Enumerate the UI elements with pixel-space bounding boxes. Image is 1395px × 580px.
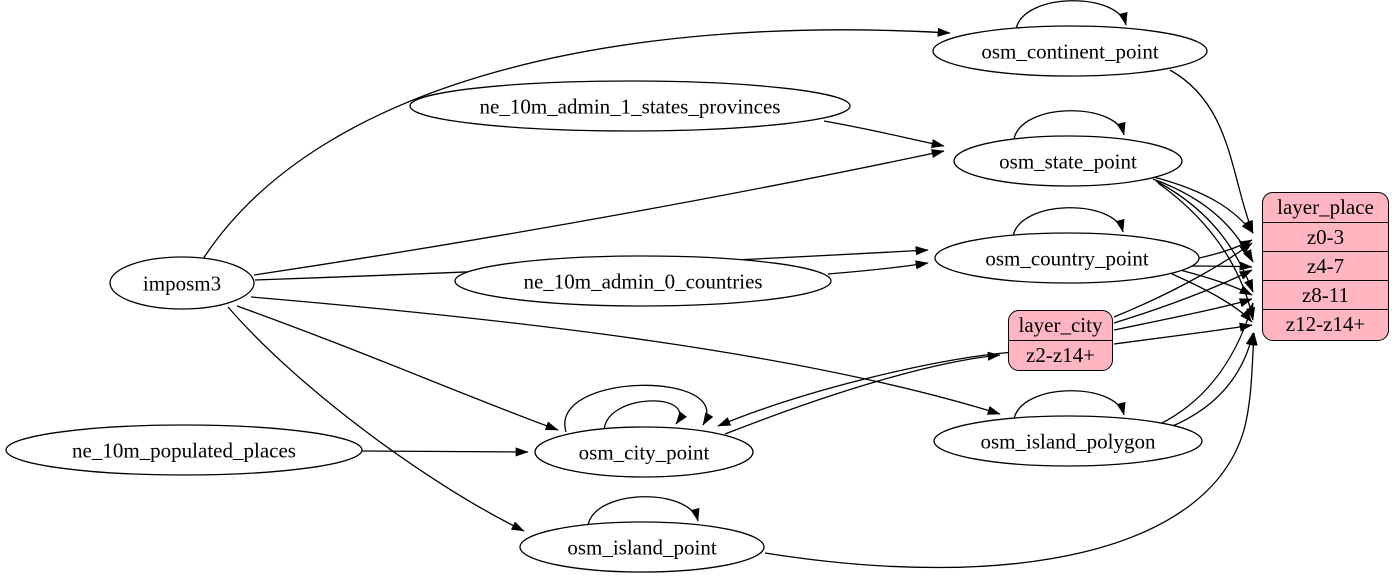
record-layer_place-row-z8-11: z8-11	[1263, 280, 1388, 309]
record-layer_city: layer_city z2-z14+	[1008, 310, 1113, 371]
edge-layer_city-layer_place-z12-z14	[1113, 322, 1253, 345]
edge-osm_country_point-layer_place-z4-7	[1183, 261, 1253, 271]
record-layer_place-row-z4-7: z4-7	[1263, 251, 1388, 280]
edge-osm_state_point-layer_place-z0-3	[1149, 175, 1254, 234]
node-osm_continent_point	[932, 25, 1208, 77]
label-imposm3: imposm3	[142, 271, 222, 296]
self-loop-osm_island_point	[587, 496, 700, 526]
edge-osm_city_point-layer_city	[724, 351, 1001, 435]
edge-imposm3-osm_island_polygon	[250, 296, 1001, 415]
self-loop-outer-osm_city_point	[564, 384, 714, 433]
label-ne_10m_populated_places: ne_10m_populated_places	[72, 438, 296, 463]
node-osm_city_point	[534, 426, 754, 478]
label-osm_country_point: osm_country_point	[985, 246, 1149, 271]
node-ne_10m_admin_1_states_provinces	[409, 80, 851, 132]
self-loop-osm_country_point	[1012, 207, 1125, 237]
edge-imposm3-osm_state_point	[253, 149, 945, 276]
record-layer_place-row-z12-z14: z12-z14+	[1263, 309, 1388, 338]
label-osm_city_point: osm_city_point	[578, 440, 710, 465]
edge-layer	[202, 0, 1258, 569]
edge-osm_country_point-layer_place-z8-11	[1179, 269, 1253, 296]
self-loop-osm_island_polygon	[1013, 390, 1126, 420]
edge-osm_country_point-layer_place-z12-z14	[1171, 273, 1253, 323]
self-loop-osm_state_point	[1013, 110, 1126, 140]
label-osm_continent_point: osm_continent_point	[981, 39, 1159, 64]
record-layer_city-title: layer_city	[1018, 313, 1103, 337]
edge-imposm3-osm_city_point	[236, 305, 559, 431]
edge-ne_10m_populated_places-osm_city_point	[361, 447, 529, 457]
self-loop-osm_continent_point	[1015, 0, 1128, 30]
record-layer_place-row-z0-3: z0-3	[1263, 222, 1388, 251]
edge-ne_10m_admin_0_countries-osm_country_point	[827, 260, 929, 275]
record-layer_place: layer_place z0-3 z4-7 z8-11 z12-z14+	[1262, 192, 1389, 341]
label-ne_10m_admin_1_states_provinces: ne_10m_admin_1_states_provinces	[479, 94, 781, 119]
label-osm_island_point: osm_island_point	[567, 535, 717, 560]
edge-layer_city-layer_place-z4-7	[1113, 269, 1253, 324]
node-osm_state_point	[953, 135, 1183, 187]
edge-osm_continent_point-layer_place-z0-3	[1169, 69, 1254, 234]
node-shapes	[5, 25, 1208, 573]
edge-ne_10m_admin_1_states_provinces-osm_state_point	[823, 120, 945, 148]
edge-osm_island_point-layer_place-z12-z14	[764, 332, 1258, 569]
record-layer_place-title: layer_place	[1277, 195, 1374, 219]
label-ne_10m_admin_0_countries: ne_10m_admin_0_countries	[523, 269, 763, 294]
edge-osm_island_polygon-layer_place-z8-11	[1159, 302, 1254, 425]
edge-imposm3-osm_island_point	[227, 306, 525, 532]
node-imposm3	[109, 256, 255, 310]
node-ne_10m_admin_0_countries	[454, 255, 832, 307]
node-ne_10m_populated_places	[5, 424, 363, 476]
node-osm_island_polygon	[933, 415, 1203, 467]
edge-imposm3-osm_continent_point	[202, 27, 951, 260]
label-osm_state_point: osm_state_point	[999, 149, 1137, 174]
edge-osm_island_polygon-layer_place-z12-z14	[1167, 332, 1255, 429]
edge-layer_city-layer_place-z8-11	[1113, 298, 1253, 331]
label-osm_island_polygon: osm_island_polygon	[980, 429, 1156, 454]
node-osm_island_point	[519, 521, 765, 573]
edge-layer_city-layer_place-z0-3	[1113, 242, 1253, 318]
node-osm_country_point	[934, 232, 1200, 284]
edge-osm_state_point-layer_place-z8-11	[1155, 180, 1254, 293]
edge-layer_city-osm_city_point	[717, 351, 1015, 427]
record-layer_city-row-z2-z14: z2-z14+	[1009, 340, 1112, 369]
self-loop-inner-osm_city_point	[603, 400, 688, 433]
